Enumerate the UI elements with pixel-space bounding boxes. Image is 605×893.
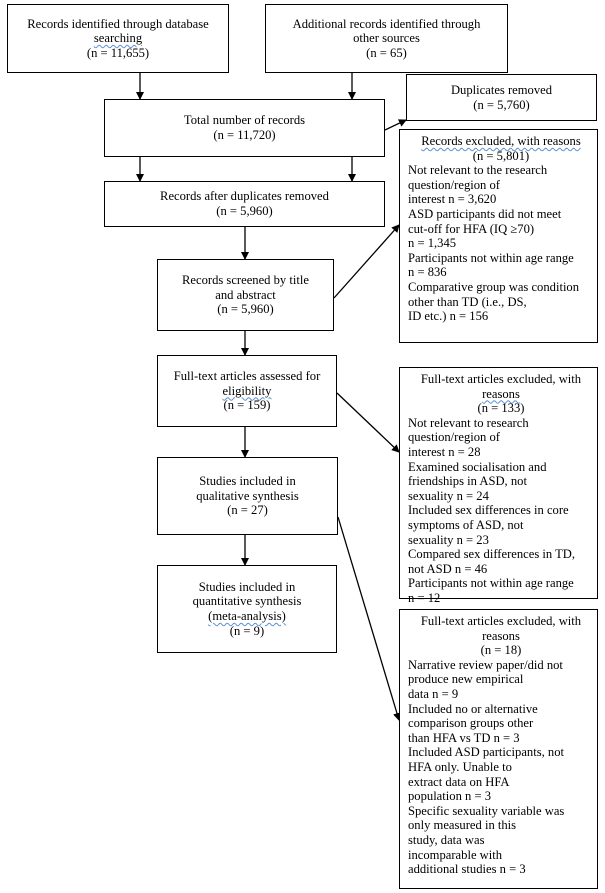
arrow-total-to-duplicates [384, 119, 407, 131]
fulltext-line-1: Full-text articles assessed for [173, 369, 321, 384]
excluded-records-heading: Records excluded, with reasons [421, 134, 581, 148]
excluded-fulltext2-item: data n = 9 [408, 686, 459, 701]
excluded-records-item: n = 836 [408, 265, 447, 280]
box-fulltext-assessed: Full-text articles assessed for eligibil… [157, 355, 337, 427]
excluded-fulltext2-item: Specific sexuality variable was [408, 803, 565, 818]
excluded-fulltext2-item: Included ASD participants, not [408, 745, 564, 760]
excluded-records-item: Participants not within age range [408, 250, 574, 265]
other-line-2: other sources [353, 31, 420, 46]
box-quantitative-synthesis: Studies included in quantitative synthes… [157, 565, 337, 653]
excluded-fulltext-item: Not relevant to research [408, 415, 529, 430]
excluded-fulltext2-count: (n = 18) [480, 643, 522, 658]
quantitative-line-1: Studies included in [198, 579, 296, 594]
excluded-fulltext2-item: Included no or alternative [408, 701, 538, 716]
excluded-fulltext-item: question/region of [408, 430, 500, 445]
box-database-records: Records identified through database sear… [7, 4, 229, 73]
quantitative-line-4: (n = 9) [229, 623, 265, 638]
database-line-3: (n = 11,655) [86, 45, 150, 60]
excluded-fulltext-item: Included sex differences in core [408, 503, 569, 518]
excluded-fulltext2-item: produce new empirical [408, 672, 524, 687]
other-line-3: (n = 65) [366, 45, 407, 60]
duplicates-line-1: Duplicates removed [450, 82, 553, 97]
box-records-excluded: Records excluded, with reasons (n = 5,80… [399, 129, 598, 343]
excluded-fulltext-count: (n = 133) [477, 401, 525, 416]
box-qualitative-synthesis: Studies included in qualitative synthesi… [157, 457, 338, 535]
excluded-fulltext-item: not ASD n = 46 [408, 561, 488, 576]
excluded-fulltext2-heading-2: reasons [482, 628, 520, 643]
total-line-1: Total number of records [183, 113, 306, 128]
excluded-fulltext2-item: Narrative review paper/did not [408, 657, 563, 672]
excluded-fulltext-heading-2: reasons [482, 386, 520, 401]
excluded-records-count: (n = 5,801) [472, 148, 530, 163]
excluded-fulltext2-item: study, data was [408, 832, 485, 847]
qualitative-line-3: (n = 27) [227, 503, 268, 518]
excluded-fulltext-item: Compared sex differences in TD, [408, 547, 576, 562]
excluded-fulltext-item: Examined socialisation and [408, 459, 547, 474]
excluded-fulltext2-item: extract data on HFA [408, 774, 510, 789]
total-line-2: (n = 11,720) [213, 128, 276, 142]
excluded-fulltext2-item: population n = 3 [408, 789, 492, 804]
excluded-fulltext-item: sexuality n = 24 [408, 488, 489, 503]
box-after-duplicates: Records after duplicates removed (n = 5,… [104, 181, 385, 227]
excluded-fulltext-item: symptoms of ASD, not [408, 517, 524, 532]
excluded-fulltext-item: sexuality n = 23 [408, 532, 489, 547]
excluded-fulltext2-item: incomparable with [408, 847, 503, 862]
excluded-records-item: interest n = 3,620 [408, 192, 497, 207]
after-line-2: (n = 5,960) [216, 204, 273, 218]
other-line-1: Additional records identified through [292, 16, 481, 31]
box-fulltext-excluded-18: Full-text articles excluded, with reason… [399, 609, 598, 889]
database-line-2: searching [93, 31, 143, 46]
excluded-fulltext2-heading: Full-text articles excluded, with [420, 614, 582, 628]
excluded-records-item: Not relevant to the research [408, 163, 548, 178]
excluded-fulltext2-item: only measured in this [408, 818, 517, 833]
fulltext-line-2: eligibility [222, 383, 272, 398]
excluded-fulltext2-item: HFA only. Unable to [408, 759, 512, 774]
excluded-fulltext2-item: comparison groups other [408, 716, 534, 731]
excluded-records-item: question/region of [408, 177, 500, 192]
excluded-records-item: cut-off for HFA (IQ ≥70) [408, 221, 535, 236]
excluded-records-item: n = 1,345 [408, 236, 457, 251]
excluded-records-item: other than TD (i.e., DS, [408, 294, 527, 309]
screened-line-1: Records screened by title [182, 273, 309, 288]
qualitative-line-1: Studies included in [199, 474, 296, 489]
excluded-fulltext-heading: Full-text articles excluded, with [420, 372, 582, 386]
qualitative-line-2: qualitative synthesis [196, 488, 299, 503]
quantitative-line-2: quantitative synthesis [192, 594, 302, 609]
quantitative-line-3: (meta-analysis) [208, 609, 286, 623]
arrow-screened-to-excluded [333, 224, 400, 299]
screened-line-3: (n = 5,960) [217, 302, 274, 317]
excluded-records-item: Comparative group was condition [408, 279, 580, 294]
fulltext-line-3: (n = 159) [223, 398, 271, 413]
box-other-sources: Additional records identified through ot… [265, 4, 508, 73]
excluded-fulltext-item: Participants not within age range [408, 576, 574, 591]
excluded-fulltext2-item: than HFA vs TD n = 3 [408, 730, 520, 745]
duplicates-line-2: (n = 5,760) [473, 97, 530, 112]
box-duplicates-removed: Duplicates removed (n = 5,760) [406, 74, 597, 121]
arrow-qualitative-to-excluded [337, 516, 401, 721]
excluded-fulltext-item: friendships in ASD, not [408, 474, 527, 489]
arrow-fulltext-to-excluded [336, 392, 400, 453]
box-total-records: Total number of records (n = 11,720) [104, 99, 385, 157]
excluded-fulltext2-item: additional studies n = 3 [408, 862, 526, 877]
box-fulltext-excluded-133: Full-text articles excluded, with reason… [399, 367, 598, 605]
excluded-records-item: ASD participants did not meet [408, 206, 562, 221]
screened-line-2: and abstract [215, 287, 276, 302]
excluded-fulltext-item: n = 12 [408, 590, 441, 605]
after-line-1: Records after duplicates removed [160, 189, 329, 204]
database-line-1: Records identified through database [27, 16, 209, 31]
excluded-records-item: ID etc.) n = 156 [408, 309, 489, 324]
excluded-fulltext-item: interest n = 28 [408, 444, 481, 459]
box-screened: Records screened by title and abstract (… [157, 259, 334, 331]
